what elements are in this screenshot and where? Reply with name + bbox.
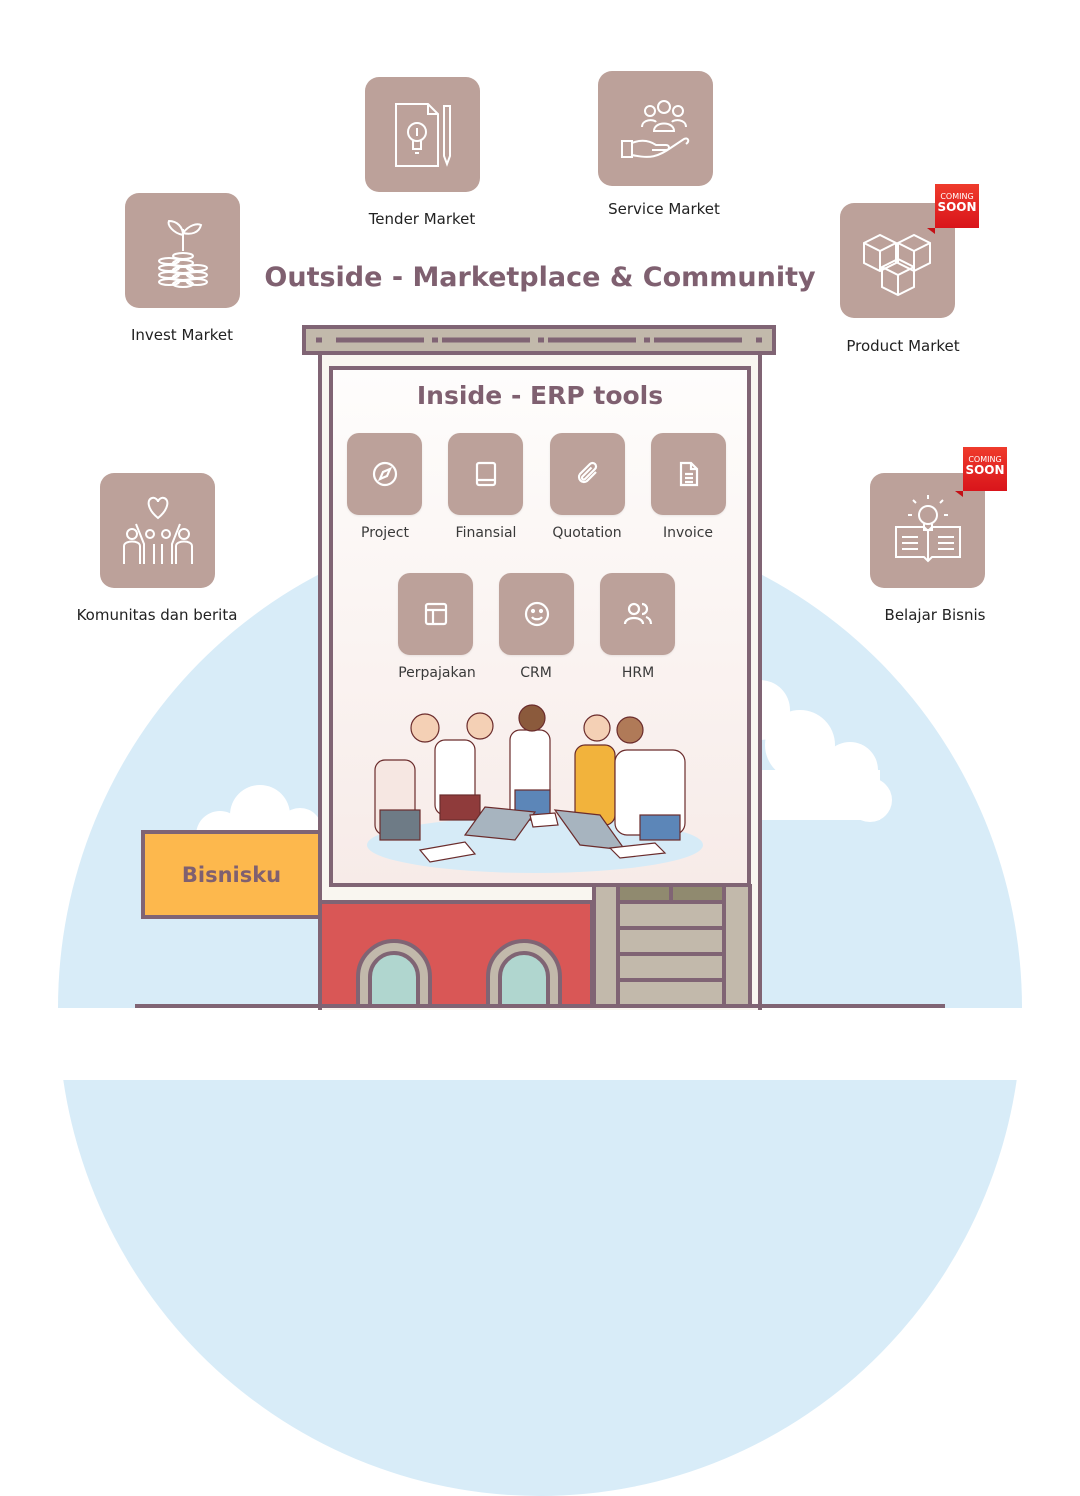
bisnisku-sign: Bisnisku (141, 830, 322, 919)
service-market-label: Service Market (608, 200, 720, 218)
invest-market-label: Invest Market (130, 326, 234, 344)
bisnisku-label: Bisnisku (181, 862, 282, 887)
tender-market-label: Tender Market (368, 210, 476, 228)
ground-line (135, 1004, 945, 1008)
smiley-icon (524, 601, 549, 627)
table-icon (424, 602, 447, 626)
inside-title: Inside - ERP tools (416, 381, 664, 410)
users-icon (623, 602, 652, 625)
belajar-bisnis-tile[interactable] (870, 473, 985, 588)
erp-crm-tile[interactable] (499, 573, 574, 655)
belajar-bisnis-label: Belajar Bisnis (884, 606, 986, 624)
erp-quotation-tile[interactable] (550, 433, 625, 515)
erp-project-tile[interactable] (347, 433, 422, 515)
compass-icon (372, 461, 397, 487)
erp-crm-label: CRM (520, 665, 552, 681)
document-lightbulb-pen-icon (394, 102, 451, 167)
erp-finansial-tile[interactable] (448, 433, 523, 515)
hand-people-icon (620, 99, 689, 158)
paperclip-icon (577, 461, 597, 484)
book-lightbulb-icon (894, 494, 961, 562)
product-market-label: Product Market (846, 337, 960, 355)
service-market-tile[interactable] (598, 71, 713, 186)
erp-hrm-label: HRM (621, 665, 655, 681)
stair-section (592, 884, 752, 1008)
komunitas-label: Komunitas dan berita (76, 606, 238, 624)
invest-market-tile[interactable] (125, 193, 240, 308)
book-icon (475, 461, 496, 487)
community-heart-icon (122, 496, 193, 564)
erp-invoice-tile[interactable] (651, 433, 726, 515)
document-icon (679, 461, 698, 487)
erp-perpajakan-label: Perpajakan (398, 665, 476, 681)
erp-perpajakan-tile[interactable] (398, 573, 473, 655)
arched-windows (356, 939, 562, 1007)
erp-finansial-label: Finansial (455, 525, 517, 541)
boxes-icon (862, 233, 931, 296)
coins-plant-icon (157, 219, 208, 288)
outside-title: Outside - Marketplace & Community (264, 262, 816, 293)
komunitas-tile[interactable] (100, 473, 215, 588)
erp-hrm-tile[interactable] (600, 573, 675, 655)
erp-invoice-label: Invoice (662, 525, 714, 541)
erp-project-label: Project (361, 525, 409, 541)
tender-market-tile[interactable] (365, 77, 480, 192)
erp-quotation-label: Quotation (552, 525, 622, 541)
team-meeting-illustration (367, 704, 703, 873)
